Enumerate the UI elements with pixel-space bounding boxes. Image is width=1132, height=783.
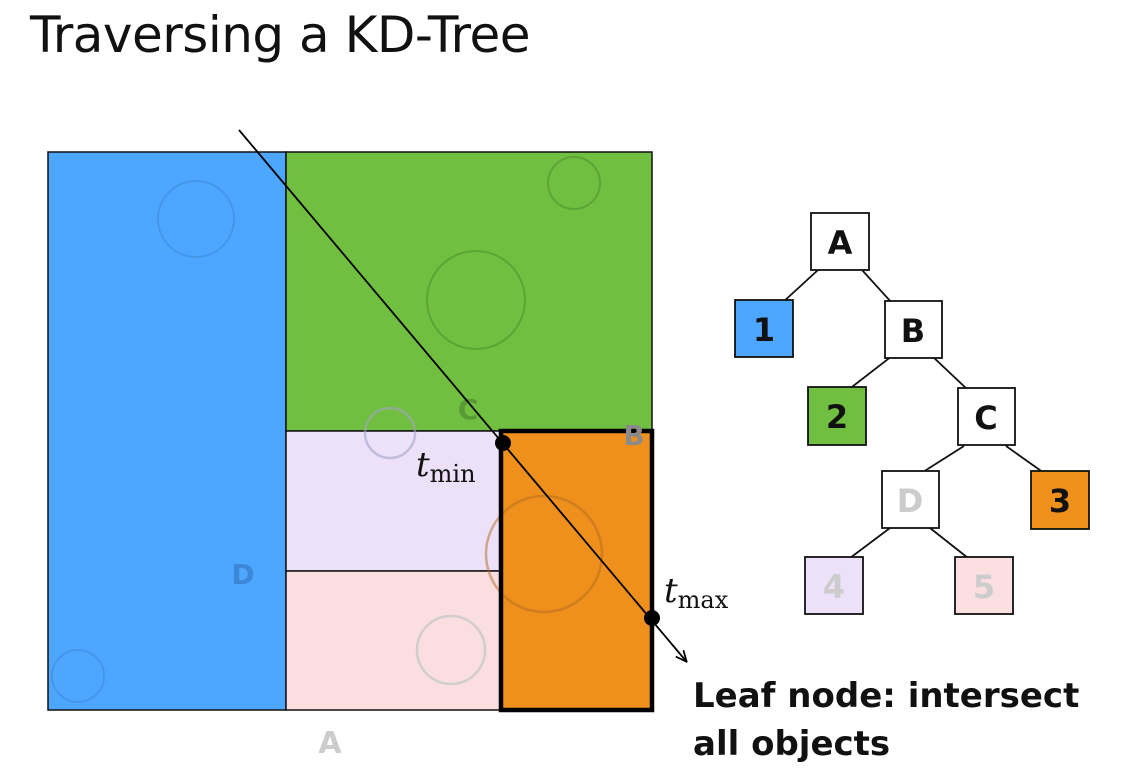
tree-edge bbox=[929, 527, 969, 559]
tree-node-leaf-3-label: 3 bbox=[1049, 482, 1071, 520]
t-max-base: t bbox=[664, 571, 678, 611]
scene-object-circle bbox=[157, 180, 235, 258]
kd-tree: A 1 B 2 C D 3 bbox=[734, 212, 1090, 615]
split-label-c: C bbox=[458, 393, 479, 426]
t-min-base: t bbox=[416, 445, 430, 485]
t-max-label: tmax bbox=[664, 571, 729, 614]
region-leaf-1 bbox=[47, 151, 287, 711]
tree-node-a: A bbox=[810, 212, 870, 271]
scene-object-circle bbox=[547, 156, 601, 210]
tree-node-leaf-5: 5 bbox=[954, 556, 1014, 615]
tree-node-leaf-2-box bbox=[807, 386, 867, 446]
tree-edges bbox=[781, 269, 1045, 559]
caption-line: all objects bbox=[693, 724, 891, 764]
tree-node-c: C bbox=[957, 387, 1016, 446]
tree-node-d-label: D bbox=[897, 482, 924, 520]
tree-edge bbox=[847, 355, 893, 391]
spatial-partition: A B C D tmin tmax bbox=[47, 129, 729, 761]
split-label-a: A bbox=[318, 726, 342, 761]
tree-node-leaf-4-label: 4 bbox=[823, 568, 845, 606]
tree-node-leaf-2-label: 2 bbox=[826, 398, 848, 436]
tree-node-leaf-3: 3 bbox=[1030, 470, 1090, 530]
tree-edge bbox=[922, 445, 965, 473]
tree-node-a-label: A bbox=[828, 224, 853, 262]
tree-edge bbox=[1005, 445, 1045, 474]
scene-object-circle bbox=[484, 494, 604, 614]
split-label-b: B bbox=[623, 419, 644, 452]
tree-node-c-label: C bbox=[974, 399, 997, 437]
tree-node-leaf-1-label: 1 bbox=[753, 311, 775, 349]
split-label-d: D bbox=[231, 558, 254, 591]
tree-node-leaf-1-box bbox=[734, 299, 794, 358]
tree-node-b-label: B bbox=[901, 312, 925, 350]
tree-node-leaf-2: 2 bbox=[807, 386, 867, 446]
region-leaf-4 bbox=[285, 430, 502, 572]
tree-node-leaf-5-label: 5 bbox=[973, 568, 995, 606]
tree-node-leaf-4-box bbox=[804, 556, 864, 615]
tree-edge bbox=[781, 269, 819, 304]
leaf-node-caption: Leaf node: intersect all objects bbox=[693, 672, 1079, 768]
scene-object-circle bbox=[51, 649, 105, 703]
ray-point-t-max bbox=[644, 610, 660, 626]
region-leaf-2 bbox=[285, 151, 653, 432]
slide-title: Traversing a KD-Tree bbox=[30, 6, 531, 64]
caption-line: Leaf node: intersect bbox=[693, 676, 1080, 716]
tree-edge bbox=[849, 527, 891, 559]
region-leaf-5 bbox=[285, 570, 502, 711]
ray-point-t-min bbox=[495, 435, 511, 451]
active-leaf-border bbox=[498, 428, 655, 713]
tree-edge bbox=[931, 355, 969, 391]
ray-line bbox=[238, 129, 686, 661]
tree-node-d: D bbox=[881, 470, 940, 529]
t-min-sub: min bbox=[430, 460, 476, 488]
scene-object-circle bbox=[426, 250, 526, 350]
tree-node-leaf-4: 4 bbox=[804, 556, 864, 615]
tree-node-b: B bbox=[884, 300, 943, 359]
scene-object-circle bbox=[415, 614, 487, 686]
region-leaf-3 bbox=[500, 430, 653, 711]
tree-node-leaf-5-box bbox=[954, 556, 1014, 615]
tree-node-leaf-3-box bbox=[1030, 470, 1090, 530]
tree-node-leaf-1: 1 bbox=[734, 299, 794, 358]
tree-edge bbox=[861, 269, 893, 304]
t-min-label: tmin bbox=[416, 445, 476, 488]
scene-object-circle bbox=[363, 406, 417, 460]
t-max-sub: max bbox=[678, 586, 729, 614]
